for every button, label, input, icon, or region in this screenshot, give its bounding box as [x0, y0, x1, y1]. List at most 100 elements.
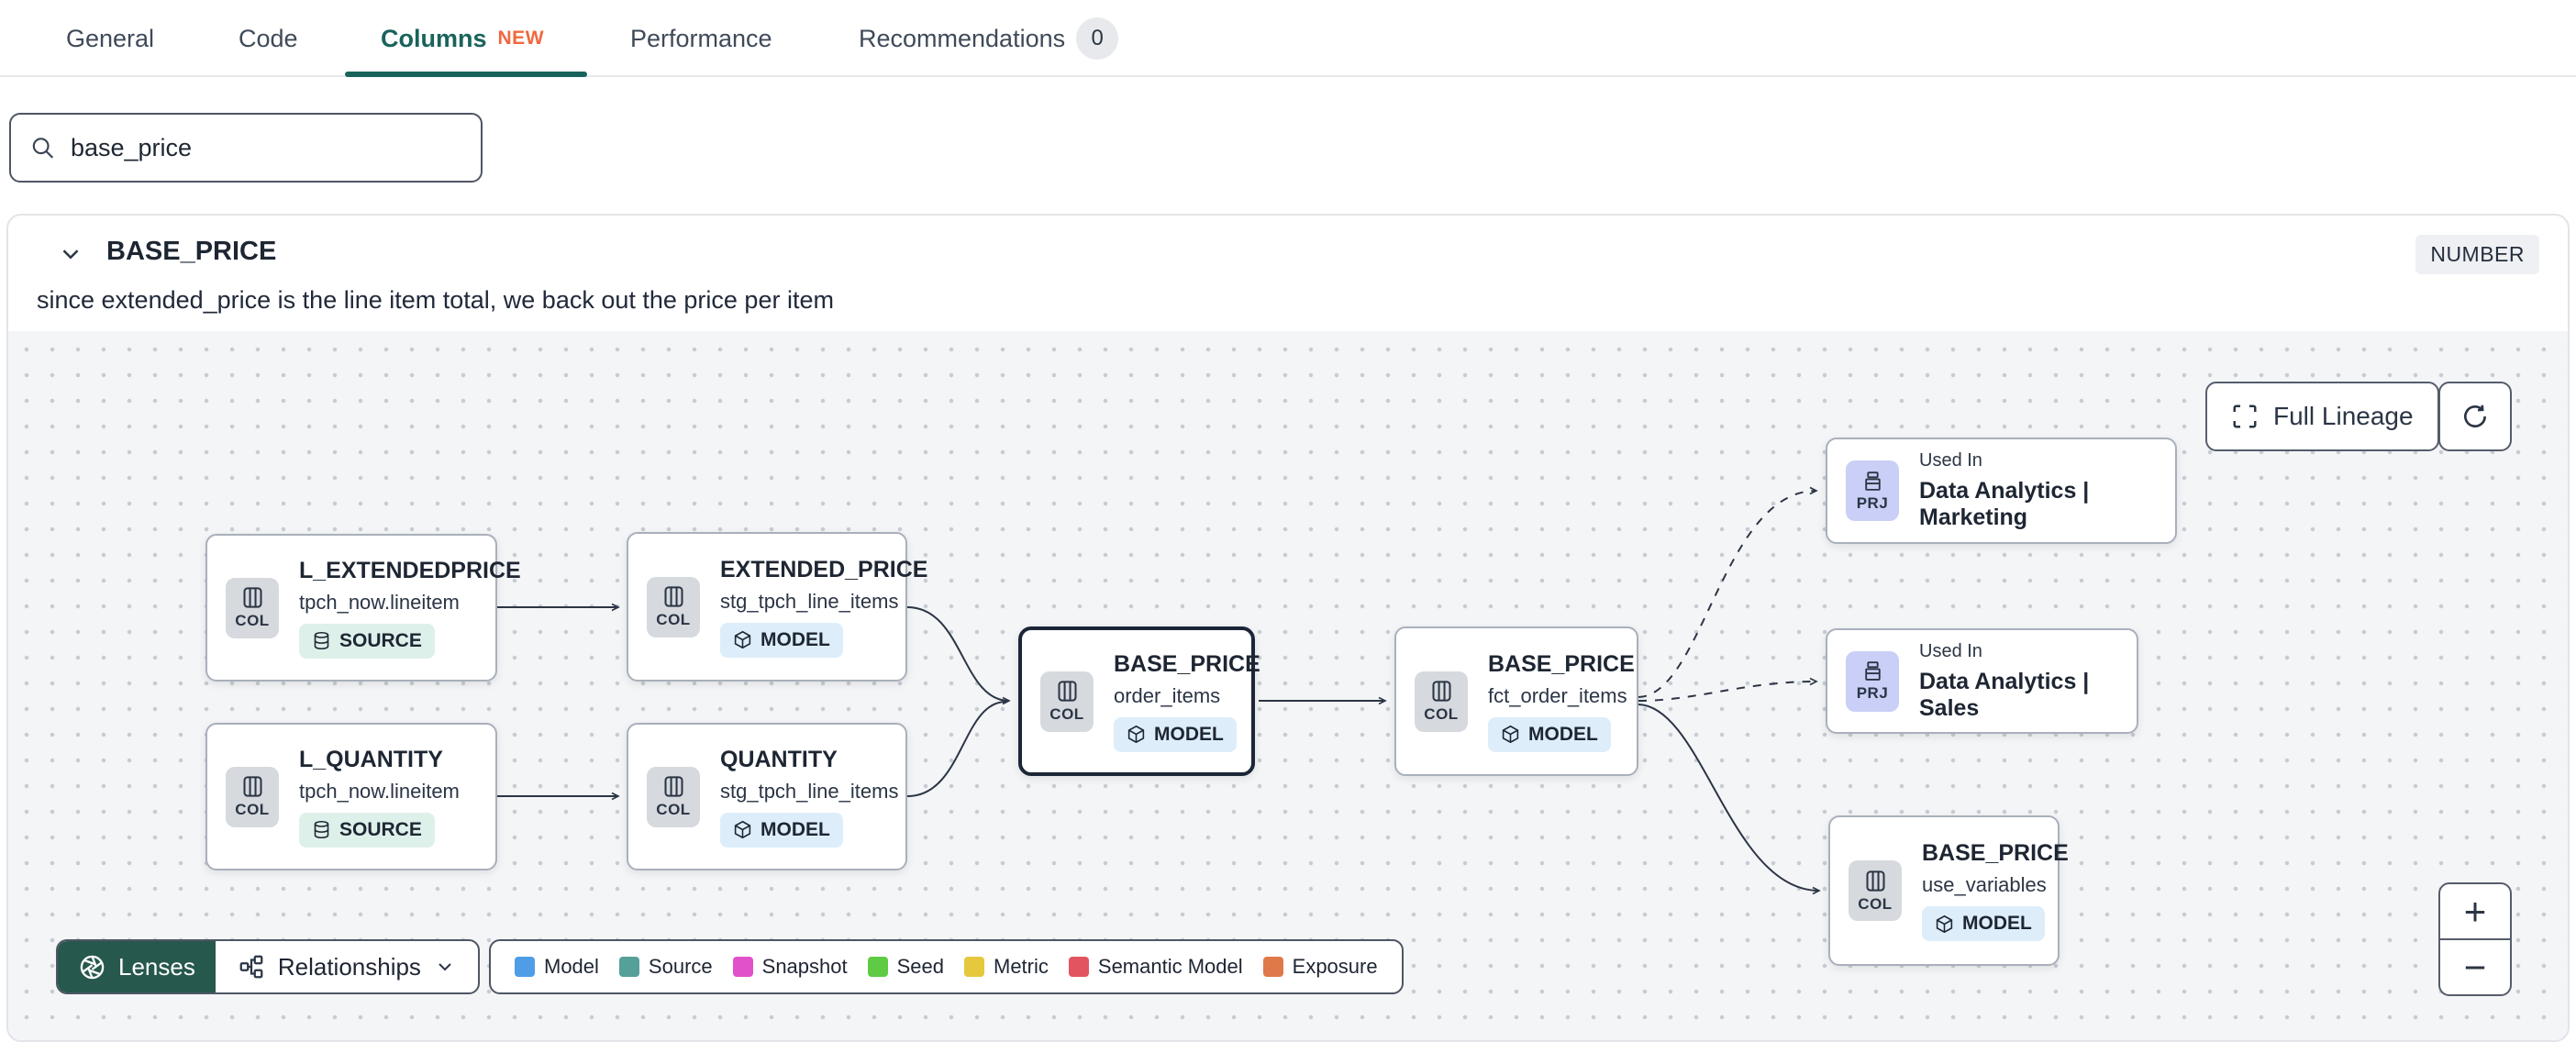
snapshot-swatch: [732, 957, 753, 977]
project-icon: [1864, 661, 1881, 681]
legend-item-exposure: Exposure: [1262, 955, 1378, 979]
cube-icon: [734, 820, 751, 839]
column-entity-badge: COL: [1849, 860, 1902, 921]
project-icon: [1864, 471, 1881, 491]
model-badge: MODEL: [1114, 716, 1237, 752]
lineage-node-l-quantity[interactable]: COL L_QUANTITY tpch_now.lineitem SOURCE: [205, 723, 497, 870]
lineage-node-used-in-sales[interactable]: PRJ Used In Data Analytics | Sales: [1826, 628, 2138, 734]
columns-icon: [242, 587, 262, 608]
node-subtitle: fct_order_items: [1488, 683, 1627, 707]
node-title: BASE_PRICE: [1488, 650, 1635, 677]
node-subtitle: order_items: [1114, 683, 1221, 707]
lineage-node-used-in-marketing[interactable]: PRJ Used In Data Analytics | Marketing: [1826, 438, 2177, 544]
project-entity-badge: PRJ: [1846, 650, 1899, 712]
relationships-icon: [239, 955, 263, 979]
full-lineage-button[interactable]: Full Lineage: [2205, 382, 2439, 451]
expand-icon: [2233, 405, 2257, 428]
node-title: Data Analytics | Marketing: [1919, 478, 2090, 530]
model-badge: MODEL: [720, 622, 843, 658]
columns-icon: [1431, 681, 1451, 702]
lineage-legend: Model Source Snapshot Seed Metric Semant…: [489, 939, 1404, 994]
lenses-relationships-control: Lenses Relationships: [56, 939, 480, 994]
legend-item-snapshot: Snapshot: [732, 955, 848, 979]
lineage-node-base-price-order-items[interactable]: COL BASE_PRICE order_items MODEL: [1018, 626, 1260, 776]
model-badge: MODEL: [1488, 716, 1611, 752]
tab-columns[interactable]: Columns NEW: [381, 24, 545, 52]
tab-recommendations[interactable]: Recommendations 0: [859, 0, 1119, 77]
node-title: BASE_PRICE: [1922, 840, 2069, 866]
database-icon: [314, 631, 329, 650]
columns-icon: [663, 586, 683, 607]
legend-item-source: Source: [618, 955, 713, 979]
lineage-node-l-extendedprice[interactable]: COL L_EXTENDEDPRICE tpch_now.lineitem SO…: [205, 534, 521, 682]
lineage-node-base-price-fct-order-items[interactable]: COL BASE_PRICE fct_order_items MODEL: [1394, 626, 1638, 776]
metric-swatch: [964, 957, 984, 977]
seed-swatch: [867, 957, 888, 977]
column-entity-badge: COL: [1415, 671, 1468, 732]
zoom-out-button[interactable]: −: [2463, 945, 2487, 989]
legend-item-model: Model: [515, 955, 599, 979]
cube-icon: [734, 630, 751, 649]
active-tab-indicator: [345, 72, 587, 77]
node-title: EXTENDED_PRICE: [720, 556, 928, 582]
cube-icon: [1127, 725, 1145, 744]
node-title: L_QUANTITY: [299, 746, 443, 772]
new-badge: NEW: [497, 28, 545, 49]
recommendations-count-badge: 0: [1076, 17, 1119, 60]
column-entity-badge: COL: [1040, 671, 1094, 732]
lineage-canvas[interactable]: [8, 331, 2568, 1040]
column-description: since extended_price is the line item to…: [37, 286, 834, 314]
search-input[interactable]: [70, 133, 462, 162]
used-in-label: Used In: [1919, 640, 1982, 661]
columns-icon: [1865, 870, 1885, 892]
source-badge: SOURCE: [299, 812, 435, 848]
node-title: L_EXTENDEDPRICE: [299, 557, 521, 583]
zoom-controls: + −: [2438, 882, 2512, 996]
project-entity-badge: PRJ: [1846, 460, 1899, 521]
node-title: BASE_PRICE: [1114, 650, 1260, 677]
source-badge: SOURCE: [299, 623, 435, 659]
lineage-node-extended-price[interactable]: COL EXTENDED_PRICE stg_tpch_line_items M…: [627, 532, 927, 682]
columns-icon: [1057, 681, 1077, 702]
collapse-chevron-icon[interactable]: [57, 240, 84, 268]
lenses-button[interactable]: Lenses: [58, 941, 216, 992]
node-subtitle: use_variables: [1922, 873, 2047, 896]
lineage-node-quantity[interactable]: COL QUANTITY stg_tpch_line_items MODEL: [627, 723, 907, 870]
cube-icon: [1502, 725, 1519, 744]
node-subtitle: tpch_now.lineitem: [299, 590, 460, 614]
tab-code[interactable]: Code: [239, 24, 298, 52]
legend-item-metric: Metric: [964, 955, 1049, 979]
lineage-node-base-price-use-variables[interactable]: COL BASE_PRICE use_variables MODEL: [1828, 815, 2069, 966]
column-entity-badge: COL: [647, 766, 700, 827]
node-title: Data Analytics | Sales: [1919, 668, 2090, 721]
aperture-icon: [80, 955, 105, 979]
model-badge: MODEL: [1922, 906, 2045, 941]
column-entity-badge: COL: [226, 766, 279, 827]
column-name-title: BASE_PRICE: [106, 237, 277, 266]
relationships-dropdown[interactable]: Relationships: [216, 941, 478, 992]
exposure-swatch: [1262, 957, 1283, 977]
columns-icon: [663, 776, 683, 797]
legend-item-semantic-model: Semantic Model: [1068, 955, 1243, 979]
node-subtitle: stg_tpch_line_items: [720, 589, 899, 613]
refresh-icon: [2464, 405, 2486, 427]
semantic-model-swatch: [1068, 957, 1089, 977]
used-in-label: Used In: [1919, 450, 1982, 471]
model-swatch: [515, 957, 535, 977]
column-entity-badge: COL: [226, 577, 279, 638]
source-swatch: [618, 957, 639, 977]
node-title: QUANTITY: [720, 746, 838, 772]
column-entity-badge: COL: [647, 576, 700, 637]
cube-icon: [1936, 914, 1953, 933]
tab-general[interactable]: General: [66, 24, 155, 52]
node-subtitle: tpch_now.lineitem: [299, 779, 460, 803]
legend-item-seed: Seed: [867, 955, 944, 979]
column-search: [9, 113, 483, 183]
columns-icon: [242, 776, 262, 797]
search-icon: [32, 138, 54, 159]
tab-performance[interactable]: Performance: [630, 24, 772, 52]
zoom-in-button[interactable]: +: [2440, 884, 2510, 940]
model-badge: MODEL: [720, 812, 843, 848]
refresh-button[interactable]: [2438, 382, 2512, 451]
column-type-badge: NUMBER: [2415, 235, 2539, 274]
